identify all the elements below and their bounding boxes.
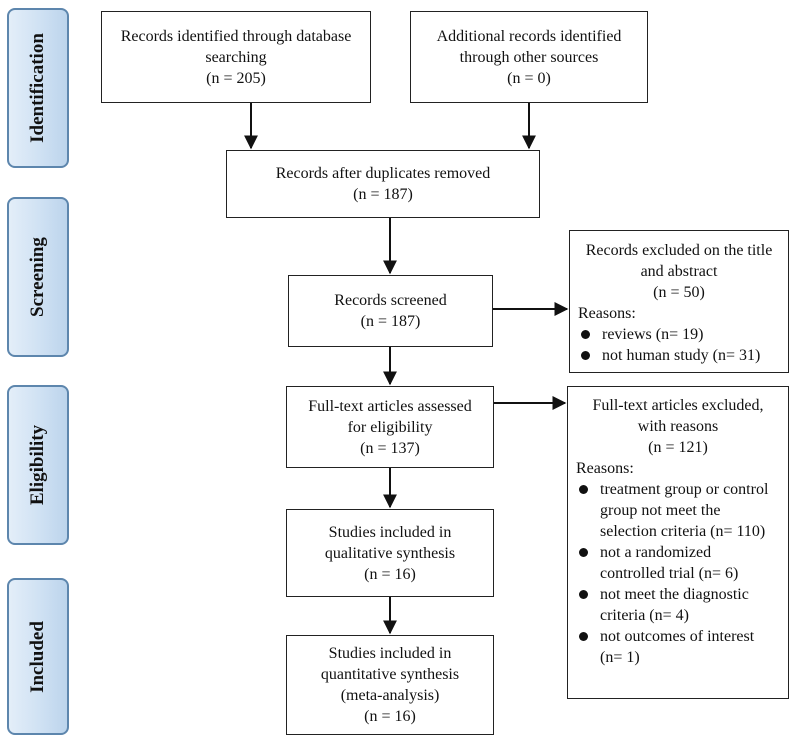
- reason-line: group not meet the: [600, 502, 721, 519]
- box-records-screened-line1: Records screened: [334, 292, 447, 309]
- reason-item: treatment group or control group not mee…: [576, 479, 780, 542]
- box-full-text-excluded-line1: Full-text articles excluded,: [592, 397, 764, 414]
- box-full-text-assessed-line2: for eligibility: [347, 418, 433, 436]
- reason-item: not a randomized controlled trial (n= 6): [576, 542, 780, 584]
- box-full-text-assessed-count: (n = 137): [360, 439, 420, 457]
- box-records-screened: Records screened (n = 187): [288, 275, 493, 347]
- box-other-sources-line2: through other sources: [459, 48, 599, 66]
- box-excluded-title-count: (n = 50): [653, 284, 705, 301]
- box-quantitative-synthesis: Studies included in quantitative synthes…: [286, 635, 494, 735]
- stage-identification: Identification: [7, 8, 69, 168]
- box-full-text-excluded: Full-text articles excluded, with reason…: [567, 386, 789, 699]
- reason-line: selection criteria (n= 110): [600, 523, 766, 540]
- box-quantitative-synthesis-count: (n = 16): [364, 708, 416, 725]
- box-full-text-excluded-line2: with reasons: [637, 418, 719, 435]
- box-qualitative-synthesis-line1: Studies included in: [328, 523, 452, 541]
- box-excluded-title-abstract: Records excluded on the title and abstra…: [569, 230, 789, 373]
- box-excluded-title-line2: and abstract: [640, 263, 718, 280]
- box-database-search-count: (n = 205): [206, 69, 266, 87]
- box-full-text-assessed: Full-text articles assessed for eligibil…: [286, 386, 494, 468]
- stage-eligibility: Eligibility: [7, 385, 69, 545]
- box-database-search-line2: searching: [205, 48, 267, 66]
- box-excluded-title-line1: Records excluded on the title: [585, 242, 773, 259]
- reason-line: not meet the diagnostic: [600, 586, 749, 603]
- box-full-text-assessed-line1: Full-text articles assessed: [308, 397, 472, 415]
- box-qualitative-synthesis-line2: qualitative synthesis: [324, 544, 456, 562]
- box-quantitative-synthesis-line3: (meta-analysis): [340, 687, 440, 704]
- box-excluded-title-reasons-list: reviews (n= 19) not human study (n= 31): [578, 324, 780, 366]
- stage-screening: Screening: [7, 197, 69, 357]
- reason-line: not a randomized: [600, 544, 712, 561]
- box-other-sources-count: (n = 0): [507, 69, 551, 87]
- box-duplicates-removed: Records after duplicates removed (n = 18…: [226, 150, 540, 218]
- box-excluded-title-reasons-label: Reasons:: [578, 305, 636, 322]
- reason-line: not outcomes of interest: [600, 628, 755, 645]
- reason-line: controlled trial (n= 6): [600, 565, 739, 582]
- box-qualitative-synthesis-count: (n = 16): [364, 565, 416, 583]
- box-quantitative-synthesis-line2: quantitative synthesis: [320, 666, 460, 683]
- reason-item: not outcomes of interest (n= 1): [576, 626, 780, 668]
- reason-line: criteria (n= 4): [600, 607, 689, 624]
- box-records-screened-count: (n = 187): [360, 313, 421, 330]
- reason-item: not human study (n= 31): [578, 345, 780, 366]
- box-database-search-line1: Records identified through database: [120, 27, 352, 45]
- reason-line: (n= 1): [600, 649, 640, 666]
- box-qualitative-synthesis: Studies included in qualitative synthesi…: [286, 509, 494, 597]
- box-quantitative-synthesis-line1: Studies included in: [328, 645, 452, 662]
- box-database-search: Records identified through database sear…: [101, 11, 371, 103]
- reason-line: treatment group or control: [600, 481, 769, 498]
- box-full-text-excluded-count: (n = 121): [648, 439, 708, 456]
- box-full-text-excluded-reasons-list: treatment group or control group not mee…: [576, 479, 780, 668]
- reason-item: not meet the diagnostic criteria (n= 4): [576, 584, 780, 626]
- box-full-text-excluded-reasons-label: Reasons:: [576, 460, 634, 477]
- box-other-sources: Additional records identified through ot…: [410, 11, 648, 103]
- reason-item: reviews (n= 19): [578, 324, 780, 345]
- stage-included: Included: [7, 578, 69, 735]
- box-other-sources-line1: Additional records identified: [436, 27, 622, 45]
- box-duplicates-removed-count: (n = 187): [353, 186, 413, 203]
- box-duplicates-removed-line1: Records after duplicates removed: [275, 165, 491, 182]
